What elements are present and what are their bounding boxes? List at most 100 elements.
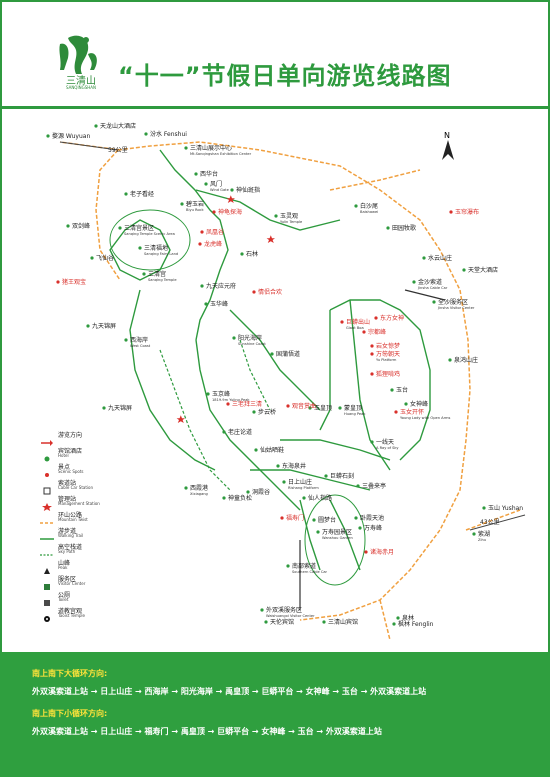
place-marker bbox=[222, 430, 226, 434]
place-marker bbox=[246, 490, 250, 494]
place-marker bbox=[340, 320, 344, 324]
place-tianlun: 天伦宾馆 bbox=[264, 618, 294, 626]
big-loop-route: 外双溪索道上站 → 日上山庄 → 西海岸 → 阳光海岸 → 禹皇顶 → 巨蟒平台… bbox=[32, 687, 427, 696]
place-fenshui: 汾水 Fenshui bbox=[144, 130, 187, 138]
place-marker bbox=[252, 410, 256, 414]
place-marker bbox=[370, 344, 374, 348]
place-label: 碧玉岩 bbox=[186, 200, 204, 208]
place-wuyuan: 婺源 Wuyuan bbox=[46, 132, 90, 140]
place-label: 步云桥 bbox=[258, 408, 276, 416]
legend-label-en: Taoist Temple bbox=[58, 613, 85, 618]
taoist-icon bbox=[40, 608, 54, 622]
place-marker bbox=[324, 474, 328, 478]
route-footer: 南上南下大循环方向: 外双溪索道上站 → 日上山庄 → 西海岸 → 阳光海岸 →… bbox=[0, 652, 550, 777]
place-marker bbox=[386, 226, 390, 230]
place-marker bbox=[142, 272, 146, 276]
place-marker bbox=[204, 302, 208, 306]
sky-paths bbox=[159, 339, 271, 491]
spot-icon bbox=[40, 464, 54, 477]
place-marker bbox=[392, 622, 396, 626]
legend-label: 管理站 bbox=[58, 496, 77, 503]
place-label-en: Sanqing Temple Scenic Area bbox=[124, 232, 175, 236]
place-marker bbox=[226, 402, 230, 406]
place-label: 一线天 bbox=[376, 438, 394, 446]
place-label: 三老拜三清 bbox=[232, 400, 262, 408]
place-jiuhua: 九天应元府 bbox=[200, 282, 236, 290]
place-yushan: 玉山 Yushan bbox=[482, 504, 523, 512]
place-label: 西霞港 bbox=[190, 484, 208, 492]
place-feixiangu: 飞仙谷 bbox=[90, 254, 114, 262]
trail-icon bbox=[40, 528, 54, 540]
place-label: 三清宫景区 bbox=[124, 224, 154, 232]
place-shenxian: 神仙斑指 bbox=[230, 186, 260, 194]
place-shuangjianfeng: 双剑峰 bbox=[66, 222, 90, 230]
place-label-en: Yulin Temple bbox=[280, 220, 303, 224]
place-label-en: Zihu bbox=[478, 538, 486, 542]
place-label: 观音赏曲 bbox=[292, 402, 316, 410]
place-yuhuang: 玉皇顶 bbox=[308, 404, 332, 412]
distance-59: 59公里 bbox=[108, 147, 128, 154]
place-marker bbox=[286, 404, 290, 408]
place-marker bbox=[482, 506, 486, 510]
place-label: 女神峰 bbox=[410, 400, 428, 408]
place-label-en: Young Lady with Open Arms bbox=[400, 416, 451, 420]
hotel-icon bbox=[40, 448, 54, 462]
place-marker bbox=[200, 284, 204, 288]
legend-label: 游步道 bbox=[58, 528, 77, 535]
legend-label-en: Sky Path bbox=[58, 549, 76, 554]
place-marker bbox=[264, 620, 268, 624]
place-marker bbox=[124, 192, 128, 196]
place-label: 巨蟒石刻 bbox=[330, 472, 354, 480]
place-marker bbox=[280, 516, 284, 520]
place-label: 神童负松 bbox=[228, 494, 252, 502]
place-marker bbox=[374, 316, 378, 320]
legend-label: 游览方向 bbox=[58, 432, 83, 439]
place-qingyun: 情侣合欢 bbox=[252, 288, 282, 296]
place-marker bbox=[370, 352, 374, 356]
place-juluotai: 巨蟒石刻 bbox=[324, 472, 354, 480]
place-label-en: Yu Platform bbox=[376, 358, 397, 362]
place-qixi: 泉林 bbox=[396, 614, 414, 622]
place-buyunfeng: 步云桥 bbox=[252, 408, 276, 416]
sanqingshan-logo-icon bbox=[59, 35, 97, 74]
place-label: 三叠来亭 bbox=[362, 482, 386, 490]
place-marker bbox=[364, 550, 368, 554]
place-marker bbox=[254, 448, 258, 452]
place-label: 三清山宾馆 bbox=[328, 618, 358, 626]
place-label: 双剑峰 bbox=[72, 222, 90, 230]
place-label: 枫林 Fenglin bbox=[398, 620, 434, 628]
sky-icon bbox=[40, 544, 54, 556]
place-label: 玉京峰 bbox=[212, 390, 230, 398]
legend-label: 宾馆酒店 bbox=[58, 448, 83, 455]
legend-label: 山峰 bbox=[58, 560, 71, 567]
place-label: 玉帘瀑布 bbox=[455, 208, 479, 216]
place-marker bbox=[144, 132, 148, 136]
place-shenlunfeng: 神童负松 bbox=[222, 494, 252, 502]
compass-icon bbox=[442, 140, 454, 160]
place-label-en: Sunshine Coast bbox=[238, 342, 266, 346]
place-label: 三清宫 bbox=[148, 270, 166, 278]
place-label: 圆梦台 bbox=[318, 516, 336, 524]
place-jiulongshan: 九天锦屏 bbox=[86, 322, 116, 330]
place-marker bbox=[312, 518, 316, 522]
place-marker bbox=[404, 402, 408, 406]
place-marker bbox=[232, 336, 236, 340]
place-label-en: Jinsha Visitor Center bbox=[437, 306, 475, 310]
place-label-en: Biyu Rock bbox=[186, 208, 205, 212]
legend-label-en: Hotel bbox=[58, 453, 69, 458]
wanshou-area bbox=[304, 494, 366, 586]
place-shuiyunshan: 水云山庄 bbox=[422, 254, 452, 262]
place-marker bbox=[222, 496, 226, 500]
page-title: “十一”节假日单向游览线路图 bbox=[118, 62, 452, 90]
place-label: 仙姑晒鞋 bbox=[260, 446, 284, 454]
